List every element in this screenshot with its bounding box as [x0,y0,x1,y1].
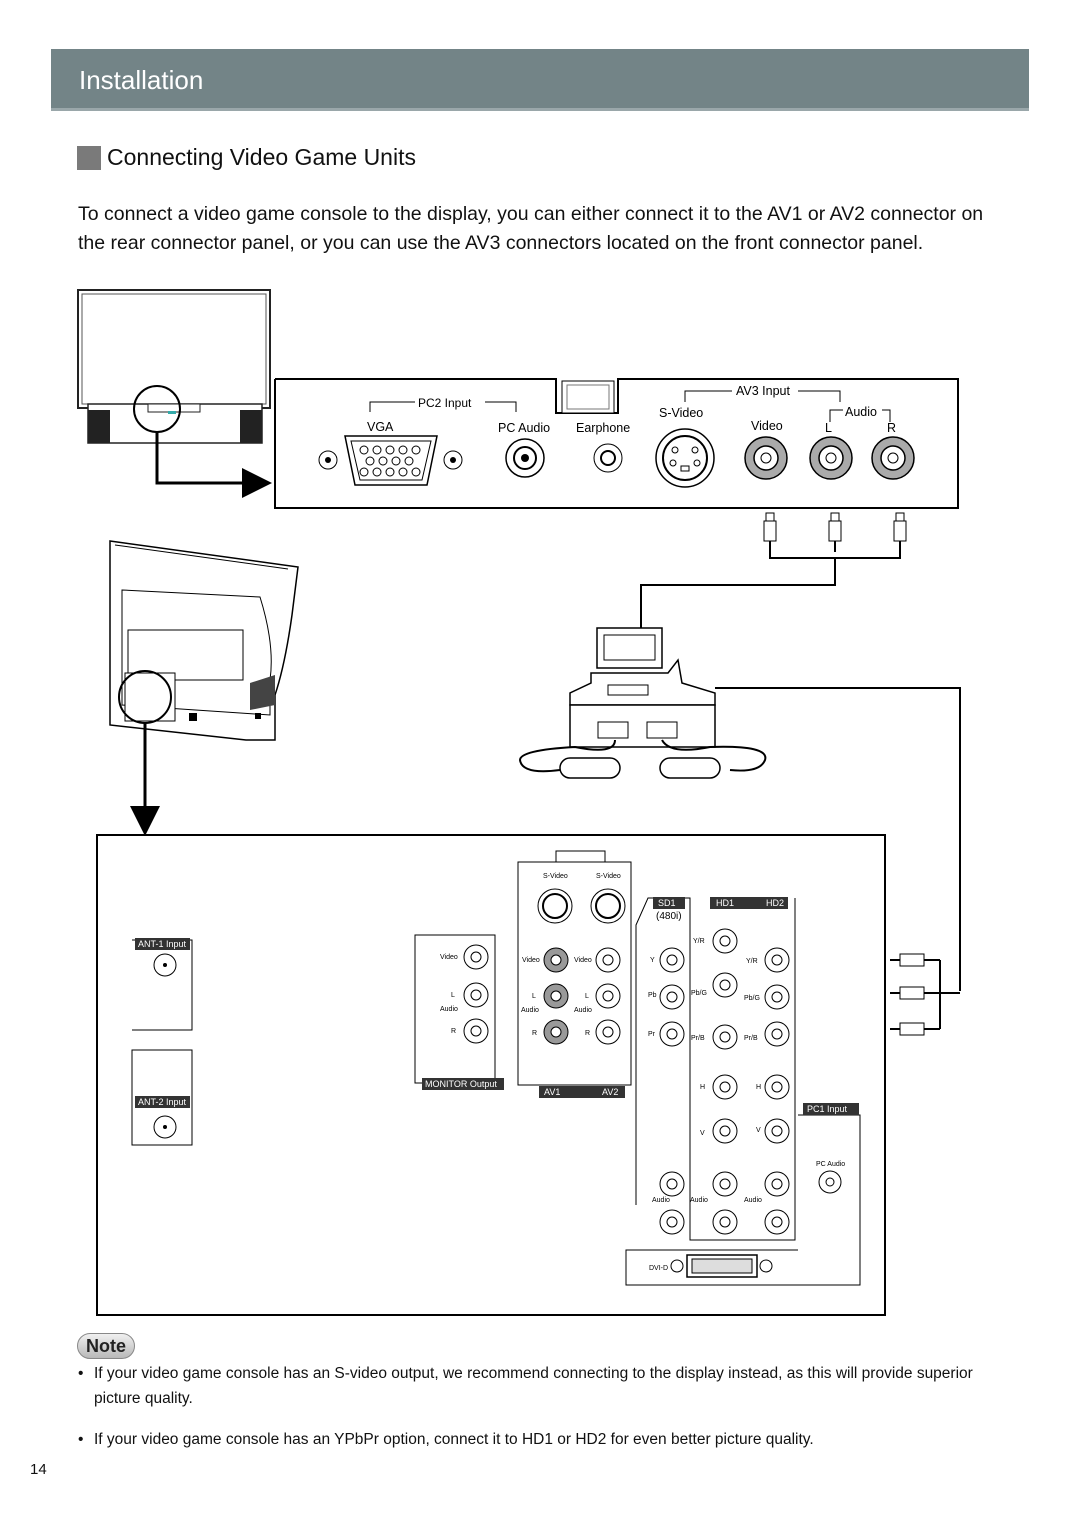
section-title: Connecting Video Game Units [107,144,416,170]
ant1-label: ANT-1 Input [138,939,187,949]
front-connector-panel: PC2 Input VGA PC Audio Earphone AV3 Inpu… [274,378,959,509]
ant2-label: ANT-2 Input [138,1097,187,1107]
monitor-output-label: MONITOR Output [425,1079,497,1089]
av1-video-label: Video [522,957,540,964]
av3-input-label: AV3 Input [736,384,791,398]
earphone-label: Earphone [576,421,630,435]
pc2-input-label: PC2 Input [418,396,472,410]
monitor-audio-label: Audio [440,1006,458,1013]
av2-audio-label: Audio [574,1007,592,1014]
hd1-label: HD1 [716,898,734,908]
bullet-icon: • [78,1431,84,1448]
bullet-icon: • [78,1365,84,1382]
av3-audio-label: Audio [845,405,877,419]
vga-label: VGA [367,420,394,434]
av3-video-label: Video [751,419,783,433]
monitor-l-label: L [451,992,455,999]
hd2-prb-label: Pr/B [744,1035,758,1042]
av2-s-video-label: S-Video [596,873,621,880]
tv-front-illustration [77,289,271,444]
header-banner: Installation [51,49,1029,111]
hd1-yr-label: Y/R [693,938,705,945]
tv-rear-illustration [109,540,299,741]
monitor-video-label: Video [440,954,458,961]
hd1-pbg-label: Pb/G [691,990,707,997]
vga-port [318,435,463,486]
sd1-480i-label: (480i) [656,911,682,922]
hd2-label: HD2 [766,898,784,908]
antenna-inputs: ANT-1 Input ANT-2 Input [131,938,193,1146]
pc-audio-label: PC Audio [498,421,550,435]
pc1-input-block: PC1 Input PC Audio DVI-D [625,1103,861,1286]
note-item-1: • If your video game console has an S-vi… [78,1361,1008,1411]
hd2-yr-label: Y/R [746,958,758,965]
s-video-label: S-Video [659,406,703,420]
note-item-2: • If your video game console has an YPbP… [78,1427,1008,1452]
connection-diagram: PC2 Input VGA PC Audio Earphone AV3 Inpu… [77,289,961,1316]
hd2-audio-label: Audio [744,1197,762,1204]
hd1-prb-label: Pr/B [691,1035,705,1042]
hd1-h-label: H [700,1084,705,1091]
hd2-pbg-label: Pb/G [744,995,760,1002]
av1-label: AV1 [544,1087,560,1097]
rca-cable-plugs [640,512,907,655]
note-text-1: If your video game console has an S-vide… [94,1365,973,1407]
av2-label: AV2 [602,1087,618,1097]
monitor-output-block: Video L Audio R MONITOR Output [414,934,504,1090]
av2-r-label: R [585,1030,590,1037]
av2-video-label: Video [574,957,592,964]
hd2-h-label: H [756,1084,761,1091]
av3-l-label: L [825,421,832,435]
av1-audio-label: Audio [521,1007,539,1014]
sd1-cable-plugs [890,953,960,1036]
component-inputs-block: SD1 (480i) HD1 HD2 Y Pb Pr Y/R Pb/G Pr/B… [635,897,796,1241]
hd1-v-label: V [700,1130,705,1137]
sd1-y-label: Y [650,957,655,964]
note-badge: Note [77,1333,135,1359]
note-text-2: If your video game console has an YPbPr … [94,1431,814,1448]
header-title: Installation [79,65,204,95]
sd1-label: SD1 [658,898,676,908]
hd1-audio-label: Audio [690,1197,708,1204]
av1-r-label: R [532,1030,537,1037]
sd1-audio-label: Audio [652,1197,670,1204]
dvi-d-label: DVI-D [649,1265,668,1272]
sd1-pb-label: Pb [648,992,657,999]
section-square-icon [77,146,101,170]
av2-l-label: L [585,993,589,1000]
intro-paragraph: To connect a video game console to the d… [78,203,984,254]
sd1-pr-label: Pr [648,1031,656,1038]
page-number: 14 [30,1461,47,1478]
pc1-audio-label: PC Audio [816,1161,845,1168]
av1-s-video-label: S-Video [543,873,568,880]
av1-l-label: L [532,993,536,1000]
game-console-illustration [518,627,961,991]
rear-connector-panel [96,834,886,1316]
pc1-input-label: PC1 Input [807,1104,848,1114]
av3-r-label: R [887,421,896,435]
hd2-v-label: V [756,1127,761,1134]
monitor-r-label: R [451,1028,456,1035]
av1-av2-block: S-Video S-Video Video Video L L Audio Au… [517,850,632,1098]
